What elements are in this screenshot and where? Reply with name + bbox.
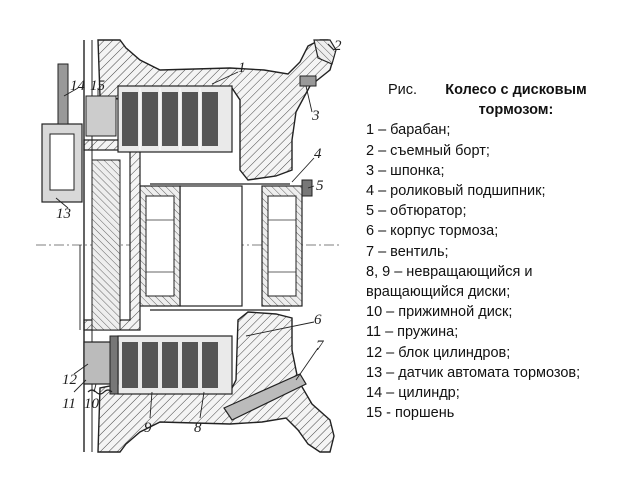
legend-item: 11 – пружина; xyxy=(366,324,459,341)
callout-12: 12 xyxy=(62,372,78,388)
legend-item: 7 – вентиль; xyxy=(366,243,449,260)
brake-housing xyxy=(91,159,121,331)
legend-item: 8, 9 – невращающийся и xyxy=(366,263,533,280)
legend-item: 5 – обтюратор; xyxy=(366,203,467,220)
legend-item: вращающийся диски; xyxy=(366,284,511,301)
figure-legend: Рис. Колесо с дисковым тормозом: 1 – бар… xyxy=(366,80,638,423)
legend-item: 1 – барабан; xyxy=(366,122,451,139)
callout-4: 4 xyxy=(314,146,322,162)
caption-title: Колесо с дисковым тормозом: xyxy=(445,82,587,119)
callout-3: 3 xyxy=(311,108,320,124)
callout-7: 7 xyxy=(316,338,325,354)
valve xyxy=(223,373,307,421)
piston xyxy=(85,95,117,137)
callout-14: 14 xyxy=(70,78,86,94)
key xyxy=(299,75,317,87)
leader-lines xyxy=(55,43,335,419)
sensor-inner xyxy=(49,133,75,191)
legend-item: 15 - поршень xyxy=(366,405,455,422)
cylinder xyxy=(57,63,69,125)
pressure-disc xyxy=(109,335,119,395)
caption-prefix: Рис. xyxy=(388,82,418,98)
legend-item: 10 – прижимной диск; xyxy=(366,304,513,321)
callout-10: 10 xyxy=(84,396,100,412)
lower-disc-pack xyxy=(117,335,233,395)
roller-bearing-left xyxy=(139,185,181,307)
legend-item: 4 – роликовый подшипник; xyxy=(366,183,546,200)
legend-item: 2 – съемный борт; xyxy=(366,142,490,159)
callout-15: 15 xyxy=(90,78,106,94)
roller-bearing-right xyxy=(261,185,303,307)
figure-caption: Рис. Колесо с дисковым тормозом: xyxy=(388,80,638,120)
callout-9: 9 xyxy=(144,420,152,436)
seal xyxy=(301,179,313,197)
callout-5: 5 xyxy=(316,178,324,194)
legend-item: 14 – цилиндр; xyxy=(366,385,460,402)
callout-11: 11 xyxy=(62,396,76,412)
callout-8: 8 xyxy=(194,420,202,436)
callout-13: 13 xyxy=(56,206,71,222)
callout-6: 6 xyxy=(314,312,322,328)
spring xyxy=(87,389,113,395)
legend-list: 1 – барабан; 2 – съемный борт; 3 – шпонк… xyxy=(366,120,638,423)
upper-disc-pack xyxy=(117,85,233,153)
wheel-brake-section-drawing: 1 2 3 4 5 6 7 8 9 10 11 12 13 14 15 xyxy=(36,38,342,453)
hub-bore xyxy=(179,185,243,307)
legend-item: 6 – корпус тормоза; xyxy=(366,223,499,240)
callout-1: 1 xyxy=(238,60,246,76)
legend-item: 3 – шпонка; xyxy=(366,162,445,179)
legend-item: 12 – блок цилиндров; xyxy=(366,344,511,361)
callout-2: 2 xyxy=(334,38,342,54)
legend-item: 13 – датчик автомата тормозов; xyxy=(366,364,581,381)
